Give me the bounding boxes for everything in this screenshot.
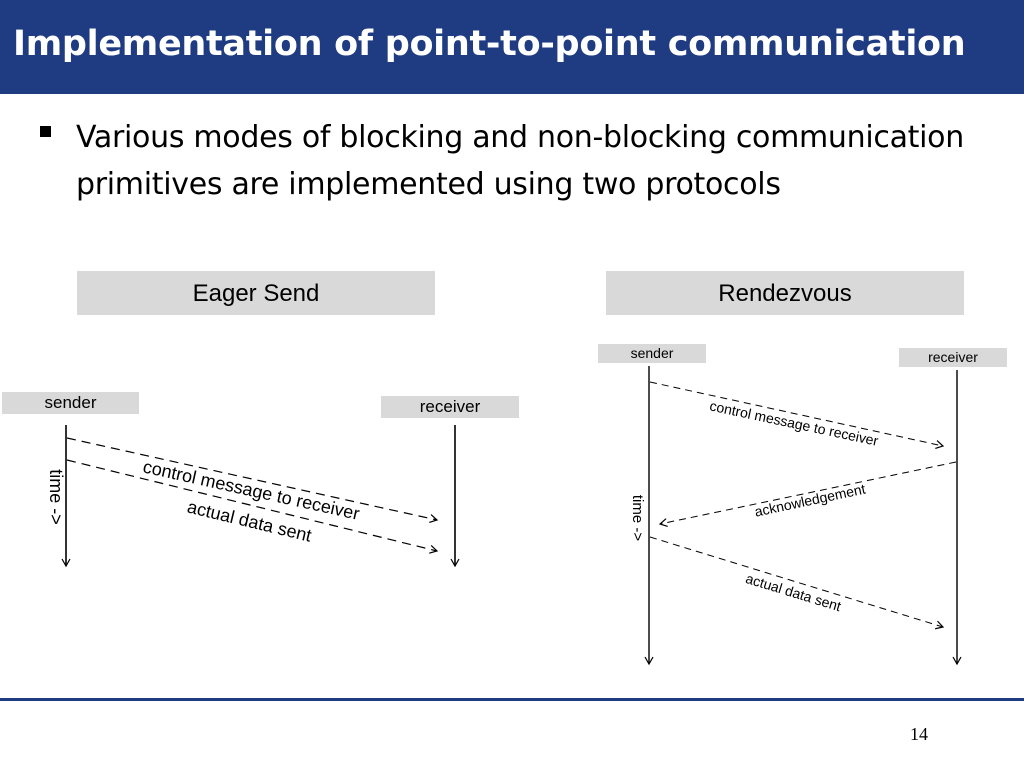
- page-number: 14: [910, 724, 928, 744]
- rendezvous-data-arrow: [649, 536, 945, 630]
- rendezvous-control-label: control message to receiver: [708, 397, 880, 448]
- rendezvous-diagram: control message to receiver acknowledgem…: [629, 366, 962, 666]
- rendezvous-header: Rendezvous: [606, 271, 964, 315]
- rendezvous-control-arrow: [649, 381, 945, 449]
- eager-data-arrow: [66, 459, 439, 554]
- eager-control-arrow: [66, 437, 439, 523]
- eager-send-header: Eager Send: [77, 271, 435, 315]
- title-bar: Implementation of point-to-point communi…: [0, 0, 1024, 94]
- square-bullet-icon: [40, 126, 51, 137]
- rendezvous-receiver-label: receiver: [899, 348, 1007, 367]
- slide-title: Implementation of point-to-point communi…: [13, 24, 966, 64]
- eager-time-label: time ->: [46, 469, 66, 525]
- rendezvous-sender-label: sender: [598, 344, 706, 363]
- eager-send-diagram: control message to receiver actual data …: [46, 425, 460, 568]
- eager-sender-label: sender: [2, 392, 139, 414]
- rendezvous-ack-arrow: [658, 461, 957, 528]
- footer-rule: [0, 698, 1024, 701]
- eager-receiver-label: receiver: [381, 396, 519, 418]
- rendezvous-time-label: time ->: [629, 495, 646, 542]
- rendezvous-ack-label: acknowledgement: [753, 481, 867, 520]
- bullet-text: Various modes of blocking and non-blocki…: [76, 120, 964, 202]
